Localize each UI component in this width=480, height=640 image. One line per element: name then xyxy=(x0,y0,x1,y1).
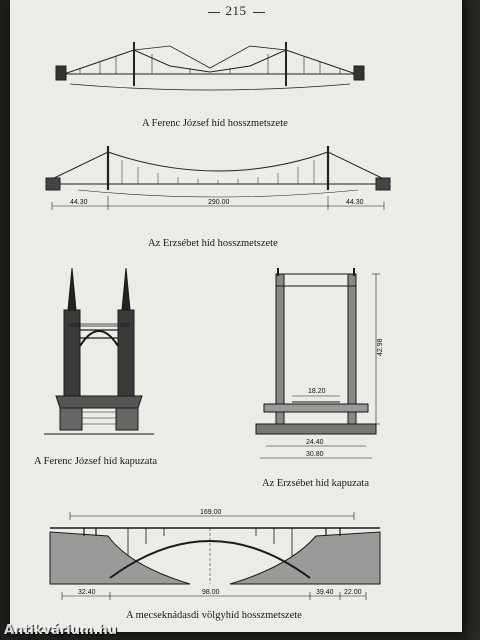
book-page: 215 A Ferenc József híd hosszmetszete xyxy=(10,0,462,632)
elisabeth-section-caption: Az Erzsébet híd hosszmetszete xyxy=(148,238,278,249)
viaduct-section-drawing: 169.00 32.40 98.00 39.40 22.00 xyxy=(49,509,381,600)
viaduct-dim-top: 169.00 xyxy=(200,509,222,516)
book-edge xyxy=(462,0,480,640)
viaduct-dim-d: 22.00 xyxy=(344,589,362,596)
viaduct-dim-c: 39.40 xyxy=(316,589,334,596)
elisabeth-gate-dim-inner: 18.20 xyxy=(308,388,326,395)
elisabeth-gate-dim-height: 42.98 xyxy=(377,338,384,356)
viaduct-section-caption: A mecseknádasdi völgyhíd hosszmetszete xyxy=(126,610,302,621)
elisabeth-dim-right: 44.30 xyxy=(346,199,364,206)
elisabeth-bridge-section-drawing: 44.30 290.00 44.30 xyxy=(45,146,391,210)
elisabeth-gate-caption: Az Erzsébet híd kapuzata xyxy=(262,478,369,489)
viaduct-dim-a: 32.40 xyxy=(78,589,96,596)
franz-joseph-bridge-section-drawing xyxy=(55,42,365,91)
franz-joseph-gate-caption: A Ferenc József híd kapuzata xyxy=(34,456,158,467)
franz-joseph-section-caption: A Ferenc József híd hosszmetszete xyxy=(142,118,288,129)
elisabeth-gate-dim-base-a: 24.40 xyxy=(306,439,324,446)
elisabeth-dim-left: 44.30 xyxy=(70,199,88,206)
viaduct-dim-b: 98.00 xyxy=(202,589,220,596)
page-number: 215 xyxy=(10,3,462,19)
elisabeth-dim-main: 290.00 xyxy=(208,199,230,206)
watermark-logo: Antikvárium.hu xyxy=(4,623,117,638)
elisabeth-gate-drawing: 42.98 18.20 24.40 30.80 xyxy=(255,268,384,459)
elisabeth-gate-dim-base-b: 30.80 xyxy=(306,451,324,458)
franz-joseph-gate-drawing xyxy=(44,267,154,435)
